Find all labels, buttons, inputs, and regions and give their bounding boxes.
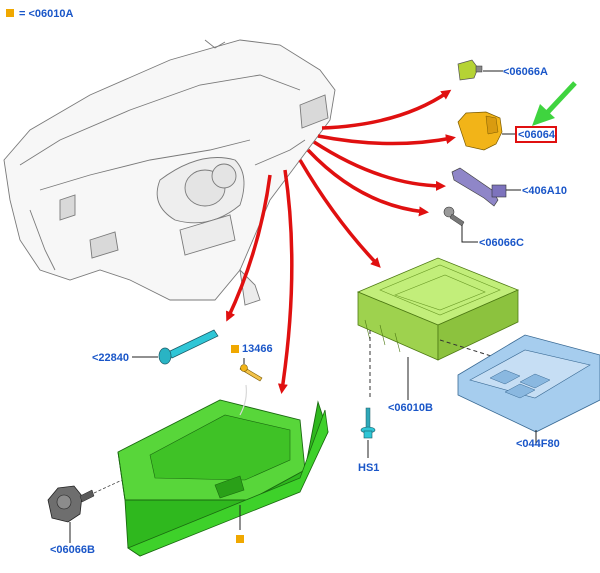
arrow-to-22840 [226,174,272,322]
part-13466 [231,345,263,382]
arrow-to-406A10 [313,140,446,191]
arrow-to-06010B [298,159,381,268]
callout-06066C[interactable]: <06066C [479,237,524,249]
callout-06066A[interactable]: <06066A [503,66,548,78]
green-arrow-icon [532,81,577,126]
arrow-to-glovebox [277,169,294,394]
part-06066B [47,479,123,543]
arrow-to-06066C [306,148,429,217]
part-HS1 [360,407,376,458]
orange-square-icon-13466 [231,345,239,353]
red-arrows [226,89,456,394]
part-glovebox [117,384,329,557]
dashboard-illustration [3,39,336,306]
part-06010B [356,257,520,400]
callout-22840[interactable]: <22840 [92,352,129,364]
part-406A10 [451,167,521,207]
part-22840 [132,329,219,365]
selected-callout-box [515,126,557,143]
part-06064 [457,111,517,151]
callout-044F80[interactable]: <044F80 [516,438,560,450]
arrow-to-06064 [317,134,456,146]
callout-13466[interactable]: 13466 [242,343,273,355]
part-06066C [443,206,478,243]
legend-text: = <06010A [19,8,73,20]
callout-06064[interactable]: <06064 [518,129,556,141]
part-06066A [457,59,503,81]
callout-HS1[interactable]: HS1 [358,462,379,474]
glovebox-orange-square-icon [236,535,244,543]
arrow-to-06066A [321,89,452,130]
part-044F80 [457,334,600,445]
callout-406A10[interactable]: <406A10 [522,185,567,197]
callout-06066B[interactable]: <06066B [50,544,95,556]
callout-06010B[interactable]: <06010B [388,402,433,414]
legend-orange-square-icon [6,9,14,17]
